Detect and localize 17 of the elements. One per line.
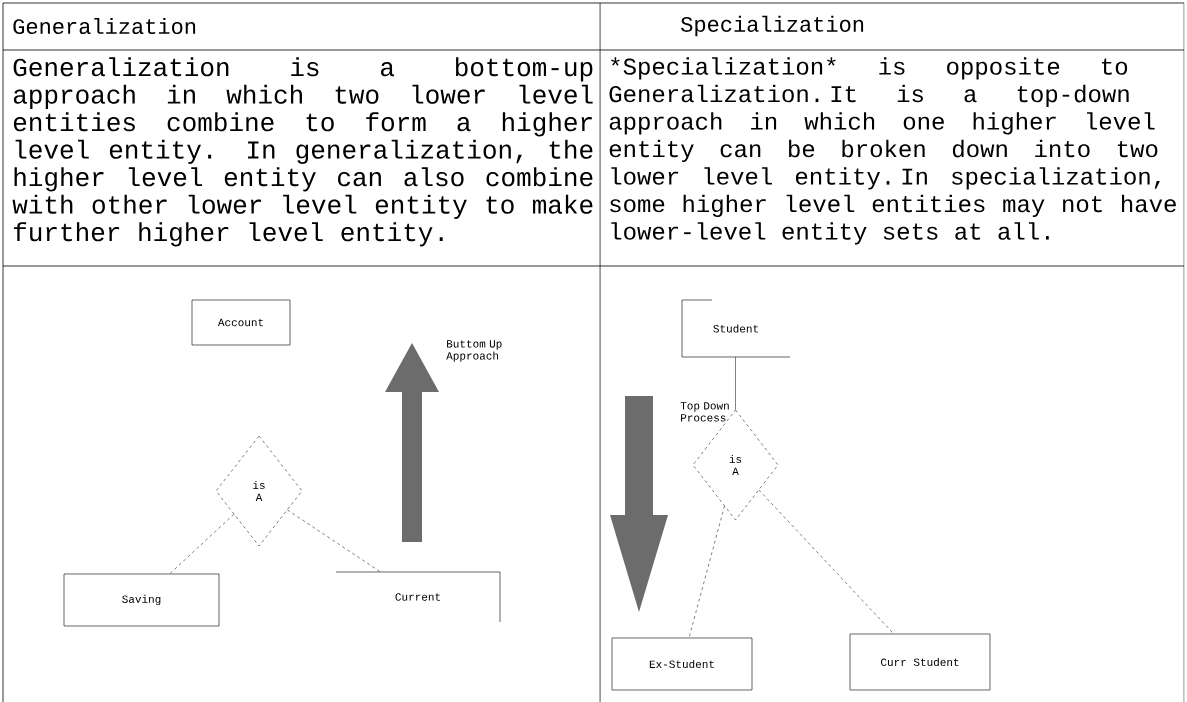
connector-line xyxy=(169,513,235,574)
entity-box: Student xyxy=(681,299,791,358)
description-text: Generalization is a bottom-up approach in which two lower level entities combine to form a higher level entity. In generalization, the higher level entity can also combine with other lower level entity to make further higher level entity. xyxy=(12,57,593,247)
entity-box: Curr Student xyxy=(849,633,991,691)
connector-line xyxy=(287,509,381,573)
entity-box: Saving xyxy=(63,573,220,627)
connector-line xyxy=(735,356,736,411)
arrow-caption: Top Down Process xyxy=(680,402,729,422)
entity-box: Current xyxy=(335,571,501,623)
description-text: *Specialization* is opposite to Generalization. It is a top-down approach in which one higher level entity can be broken down into two lower level entity. In specialization, some higher level entities may not have lower-level entity sets at all. xyxy=(609,57,1176,245)
entity-box: Account xyxy=(191,299,291,346)
entity-box: Ex-Student xyxy=(611,637,753,691)
column-heading: Generalization xyxy=(13,17,196,35)
connector-line xyxy=(758,489,894,634)
arrow-caption: Buttom Up Approach xyxy=(446,340,502,362)
column-heading: Specialization xyxy=(681,15,864,37)
connector-line xyxy=(688,505,725,638)
